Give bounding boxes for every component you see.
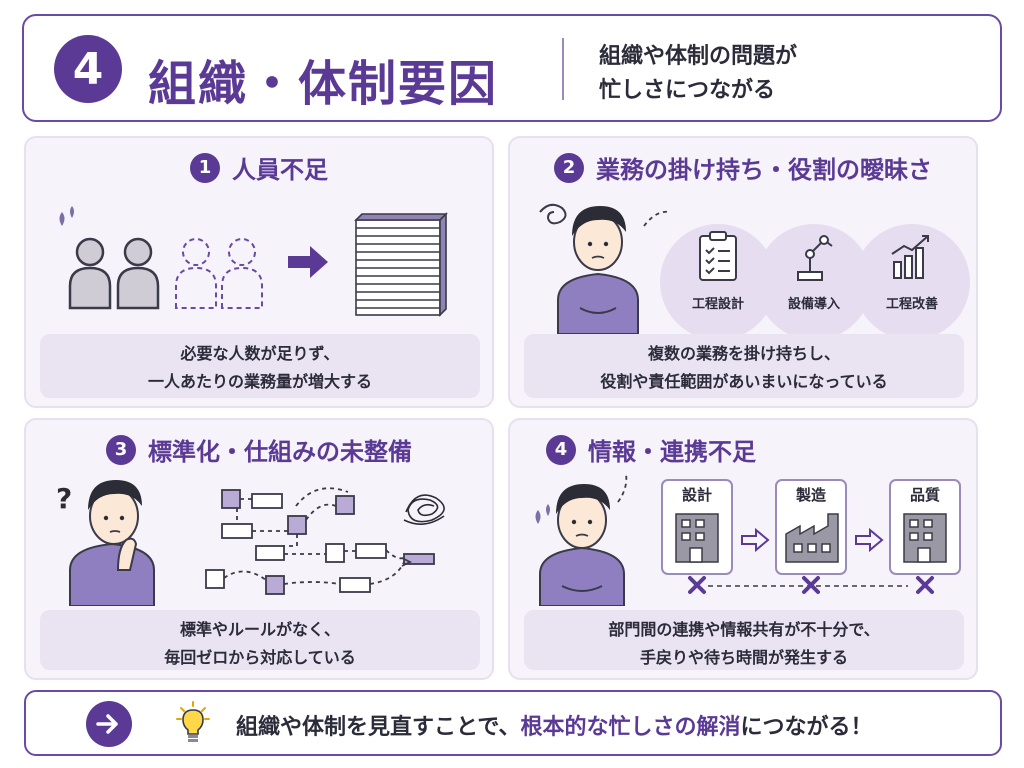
growth-chart-icon [891, 235, 929, 279]
no-standardization-illustration: ? [56, 480, 445, 606]
role-label: 設備導入 [788, 296, 840, 312]
department-label: 設計 [682, 486, 712, 504]
role-label: 工程設計 [692, 296, 744, 312]
role-circle-process-design: 工程設計 [660, 224, 776, 334]
tangled-scribble-icon [403, 494, 445, 525]
arrow-right-icon [288, 246, 328, 278]
description-line-2: 一人あたりの業務量が増大する [147, 372, 372, 391]
robot-arm-icon [797, 235, 833, 281]
conclusion-text: 組織や体制を見直すことで、根本的な忙しさの解消につながる！ [236, 709, 873, 741]
cross-mark-icon [688, 576, 706, 594]
section-number-badge: 4 [54, 35, 122, 103]
department-label: 製造 [795, 486, 826, 504]
header-banner: 4 組織・体制要因 組織や体制の問題が 忙しさにつながる [22, 14, 1002, 122]
description-line-2: 毎回ゼロから対応している [164, 648, 356, 667]
panel-info-sharing-gap: 4 情報・連携不足 設計 [508, 418, 978, 680]
panel-title-text: 標準化・仕組みの未整備 [148, 438, 412, 466]
subtitle-line-2: 忙しさにつながる [599, 78, 776, 103]
person-solid-icon [116, 237, 160, 310]
header-divider [562, 38, 564, 100]
header-subtitle: 組織や体制の問題が 忙しさにつながる [599, 40, 797, 108]
arrow-right-icon [86, 701, 132, 747]
sweat-drops-icon [59, 206, 74, 226]
person-solid-icon [68, 237, 112, 310]
panel-number-badge: 3 [106, 434, 136, 465]
cross-mark-icon [916, 576, 934, 594]
panel-number-badge: 4 [546, 434, 576, 465]
worried-worker-icon [557, 206, 639, 334]
panel-title: 4 情報・連携不足 [510, 432, 976, 467]
dashed-connector [617, 473, 628, 503]
multiple-roles-illustration: 工程設計 設備導入 工程改善 [539, 203, 970, 334]
description-line-1: 必要な人数が足りず、 [180, 344, 340, 363]
question-mark-icon: ? [56, 482, 72, 515]
department-design: 設計 [661, 479, 733, 575]
panel-number-badge: 2 [554, 152, 584, 183]
panel-title: 2 業務の掛け持ち・役割の曖昧さ [510, 150, 976, 185]
office-building-icon [903, 513, 947, 563]
clipboard-icon [699, 231, 737, 281]
dizzy-swirl-icon [539, 203, 567, 225]
lightbulb-icon [176, 701, 210, 742]
panel-number-badge: 1 [190, 152, 220, 183]
description-line-1: 部門間の連携や情報共有が不十分で、 [608, 620, 880, 639]
department-label: 品質 [910, 486, 940, 504]
role-circle-process-improvement: 工程改善 [854, 224, 970, 334]
worried-worker-icon [539, 484, 625, 606]
panel-staff-shortage: 1 人員不足 [24, 136, 494, 408]
subtitle-line-1: 組織や体制の問題が [599, 44, 798, 69]
arrow-right-icon [855, 527, 884, 553]
role-label: 工程改善 [886, 296, 938, 312]
conclusion-text-end: につながる！ [740, 715, 873, 740]
department-manufacturing: 製造 [775, 479, 847, 575]
department-quality: 品質 [889, 479, 961, 575]
thinking-worker-icon [69, 480, 155, 606]
panel-description: 部門間の連携や情報共有が不十分で、 手戻りや待ち時間が発生する [524, 610, 964, 670]
page-title: 組織・体制要因 [148, 56, 499, 112]
description-line-1: 複数の業務を掛け持ちし、 [647, 344, 840, 363]
factory-icon [785, 513, 839, 563]
messy-flowchart-icon [205, 487, 435, 595]
panel-title-text: 情報・連携不足 [588, 438, 756, 466]
staff-shortage-illustration [59, 206, 448, 317]
cross-mark-icon [802, 576, 820, 594]
role-circle-equipment-install: 設備導入 [756, 224, 872, 334]
conclusion-text-highlight: 根本的な忙しさの解消 [520, 715, 741, 740]
office-building-icon [675, 513, 719, 563]
description-line-2: 役割や責任範囲があいまいになっている [600, 372, 888, 391]
info-sharing-gap-illustration: 設計 製造 品質 [535, 473, 961, 606]
conclusion-text-start: 組織や体制を見直すことで、 [236, 715, 521, 740]
panel-no-standardization: 3 標準化・仕組みの未整備 ? [24, 418, 494, 680]
arrow-right-icon [741, 527, 770, 553]
panel-multiple-roles: 2 業務の掛け持ち・役割の曖昧さ 工程設計 [508, 136, 978, 408]
panel-description: 複数の業務を掛け持ちし、 役割や責任範囲があいまいになっている [524, 334, 964, 398]
person-dashed-icon [175, 238, 217, 309]
conclusion-banner: 組織や体制を見直すことで、根本的な忙しさの解消につながる！ [24, 690, 1002, 756]
panel-description: 標準やルールがなく、 毎回ゼロから対応している [40, 610, 480, 670]
panel-title-text: 人員不足 [232, 156, 328, 184]
panel-title-text: 業務の掛け持ち・役割の曖昧さ [596, 156, 932, 184]
panel-description: 必要な人数が足りず、 一人あたりの業務量が増大する [40, 334, 480, 398]
description-line-2: 手戻りや待ち時間が発生する [639, 648, 848, 667]
dashed-connector [643, 210, 671, 227]
person-dashed-icon [221, 238, 263, 309]
panel-title: 1 人員不足 [26, 150, 492, 185]
paper-stack-icon [354, 212, 448, 317]
panel-title: 3 標準化・仕組みの未整備 [26, 432, 492, 467]
description-line-1: 標準やルールがなく、 [179, 620, 340, 639]
sweat-drops-icon [535, 504, 550, 524]
